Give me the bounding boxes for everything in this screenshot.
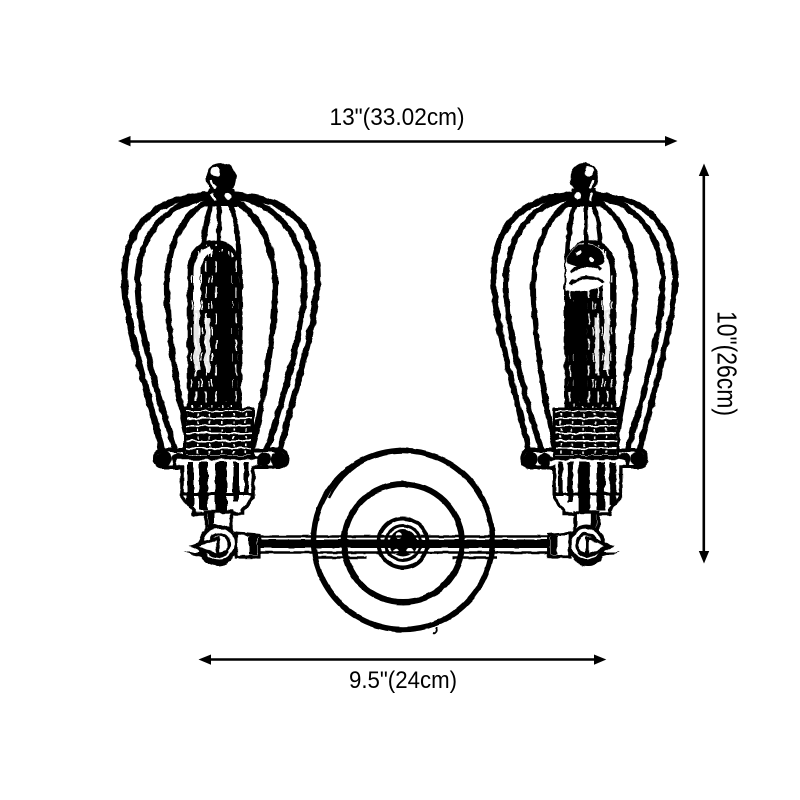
svg-text:10"(26cm): 10"(26cm) [712, 311, 743, 416]
svg-text:13"(33.02cm): 13"(33.02cm) [330, 104, 465, 131]
svg-text:9.5"(24cm): 9.5"(24cm) [349, 667, 457, 694]
